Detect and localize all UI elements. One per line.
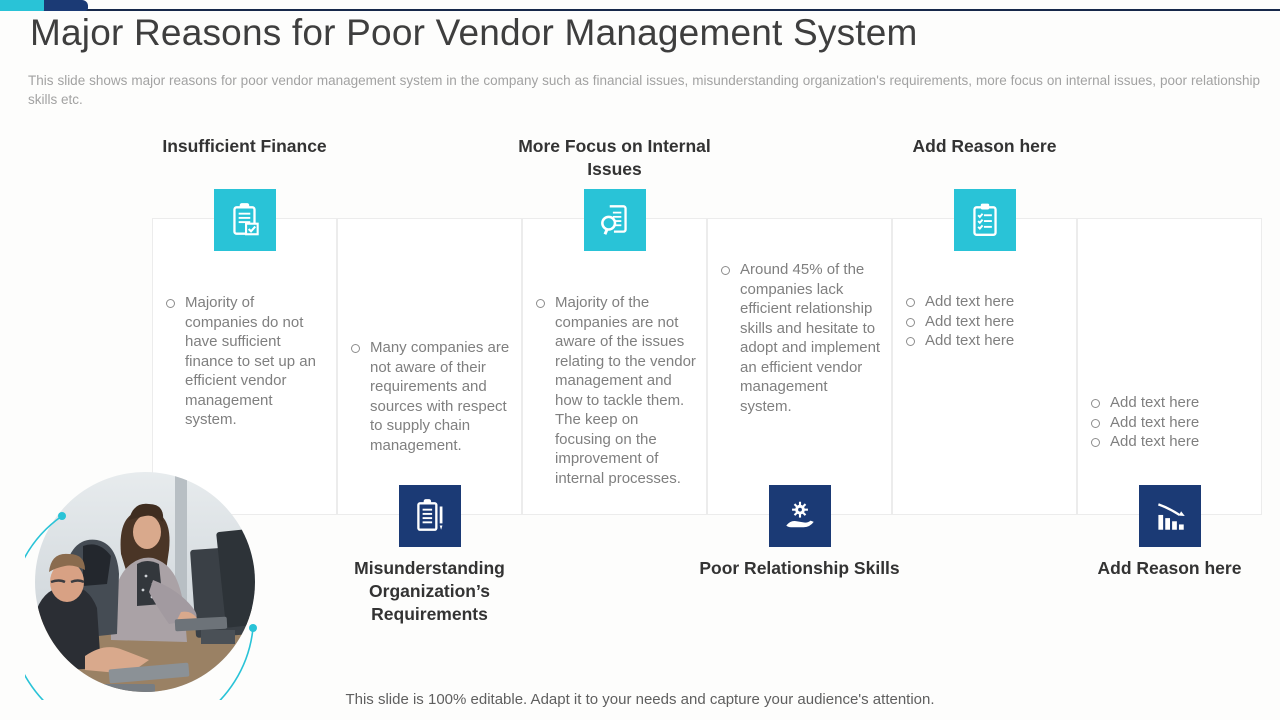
column-heading[interactable]: Add Reason here bbox=[1097, 558, 1242, 578]
gear-hand-glyph bbox=[785, 501, 814, 528]
clipboard-check-glyph bbox=[232, 203, 259, 236]
bullet-item: Majority of the companies are not aware … bbox=[534, 293, 698, 488]
column-heading: More Focus on Internal Issues bbox=[518, 136, 711, 179]
column-heading: Misunderstanding Organization’s Requirem… bbox=[354, 558, 505, 624]
document-magnifier-icon bbox=[583, 189, 646, 251]
bullet-list: Around 45% of the companies lack efficie… bbox=[719, 260, 883, 416]
bullet-item: Majority of companies do not have suffic… bbox=[164, 293, 328, 430]
bar-chart-decline-glyph bbox=[1157, 503, 1185, 530]
reason-column-misunderstanding-requirements: Many companies are not aware of their re… bbox=[337, 133, 522, 633]
checklist-clipboard-glyph bbox=[972, 203, 997, 236]
slide-footer-note: This slide is 100% editable. Adapt it to… bbox=[345, 691, 935, 708]
bullet-item[interactable]: Add text here bbox=[904, 312, 1068, 332]
bar-chart-decline-icon bbox=[1138, 485, 1201, 547]
bullet-list: Many companies are not aware of their re… bbox=[349, 338, 513, 455]
accent-line bbox=[0, 9, 1280, 11]
bullet-item[interactable]: Add text here bbox=[904, 292, 1068, 312]
bullet-list: Majority of the companies are not aware … bbox=[534, 293, 698, 488]
gear-hand-icon bbox=[768, 485, 831, 547]
bullet-item[interactable]: Add text here bbox=[1089, 432, 1253, 452]
reason-column-poor-relationship-skills: Around 45% of the companies lack efficie… bbox=[699, 133, 900, 633]
page-title: Major Reasons for Poor Vendor Management… bbox=[30, 12, 918, 53]
bullet-item: Around 45% of the companies lack efficie… bbox=[719, 260, 883, 416]
column-box bbox=[707, 218, 892, 515]
checklist-clipboard-icon bbox=[953, 189, 1016, 251]
column-box bbox=[892, 218, 1077, 515]
team-photo bbox=[8, 460, 265, 720]
column-box bbox=[152, 218, 337, 515]
column-heading[interactable]: Add Reason here bbox=[912, 136, 1057, 156]
column-heading: Insufficient Finance bbox=[162, 136, 327, 156]
bullet-item: Many companies are not aware of their re… bbox=[349, 338, 513, 455]
arc-dot-top bbox=[58, 512, 66, 520]
accent-segment-navy bbox=[44, 0, 88, 11]
bullet-item[interactable]: Add text here bbox=[1089, 413, 1253, 433]
arc-dot-right bbox=[249, 624, 257, 632]
bullet-item[interactable]: Add text here bbox=[904, 331, 1068, 351]
clipboard-pencil-icon bbox=[398, 485, 461, 547]
top-accent-bar bbox=[0, 0, 1280, 14]
team-photo-graphic bbox=[8, 472, 257, 720]
reason-column-internal-issues: More Focus on Internal Issues Majority o… bbox=[518, 133, 711, 633]
document-magnifier-glyph bbox=[600, 205, 627, 235]
reason-column-insufficient-finance: Insufficient Finance Majority of compani… bbox=[152, 133, 337, 633]
reasons-grid: Insufficient Finance Majority of compani… bbox=[152, 133, 1262, 633]
slide-description: This slide shows major reasons for poor … bbox=[28, 73, 1260, 107]
column-heading: Poor Relationship Skills bbox=[699, 558, 900, 578]
column-box bbox=[1077, 218, 1262, 515]
accent-segment-cyan bbox=[0, 0, 46, 11]
column-box bbox=[337, 218, 522, 515]
bullet-list: Majority of companies do not have suffic… bbox=[164, 293, 328, 430]
bullet-item[interactable]: Add text here bbox=[1089, 393, 1253, 413]
clipboard-pencil-glyph bbox=[416, 499, 442, 531]
column-box bbox=[522, 218, 707, 515]
clipboard-check-icon bbox=[213, 189, 276, 251]
